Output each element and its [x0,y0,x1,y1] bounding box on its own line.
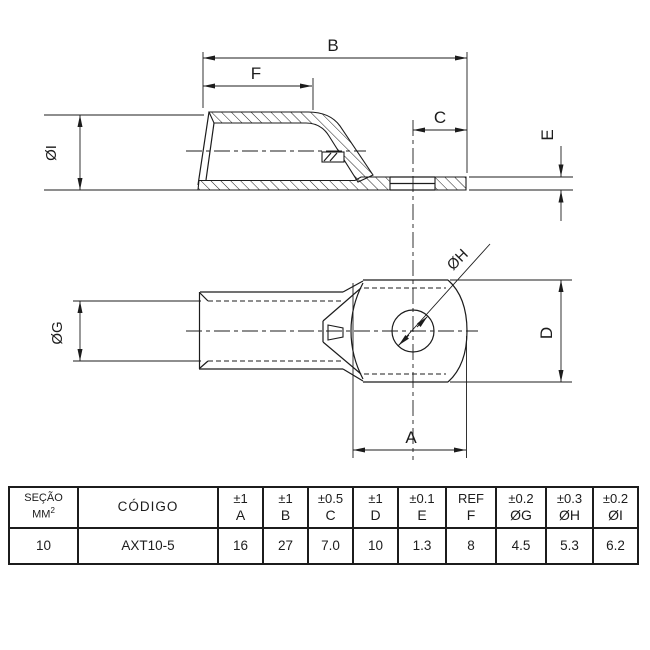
barrel-mouth-inner-edge [205,122,215,181]
value-b: 27 [262,527,309,565]
header-col-d: ±1 D [352,486,399,529]
plan-view [186,120,478,460]
header-col-b: ±1 B [262,486,309,529]
header-section-line1: SEÇÃO [24,492,63,505]
dim-label-dg: ØG [49,321,66,344]
letter-c: C [325,506,336,523]
value-d: 10 [352,527,399,565]
spec-table-header-row: SEÇÃO MM2 CÓDIGO ±1 A ±1 B ±0.5 C ±1 D ±… [8,486,639,529]
value-dh: 5.3 [545,527,594,565]
tolerance-c: ±0.5 [317,490,344,506]
value-a: 16 [217,527,264,565]
value-code: AXT10-5 [77,527,219,565]
barrel-mouth-outer-edge [197,111,210,186]
value-di: 6.2 [592,527,639,565]
dim-label-di: ØI [43,145,60,161]
brand-stamp-mark [327,324,344,341]
tolerance-dh: ±0.3 [556,490,583,506]
dim-dh-leader [397,243,491,347]
tolerance-f: REF [458,490,484,506]
barrel-bottom-wall-and-palm-section [197,176,391,191]
header-col-e: ±0.1 E [397,486,447,529]
side-view-dimensions: B F C E ØI [43,36,573,221]
technical-drawing: B F C E ØI [43,36,573,460]
value-section: 10 [8,527,79,565]
header-code: CÓDIGO [77,486,219,529]
spec-table: SEÇÃO MM2 CÓDIGO ±1 A ±1 B ±0.5 C ±1 D ±… [8,486,639,565]
header-col-a: ±1 A [217,486,264,529]
letter-f: F [466,506,476,523]
tolerance-di: ±0.2 [602,490,629,506]
funnel-top-line [322,287,362,322]
dim-label-f: F [251,64,261,83]
tolerance-b: ±1 [278,490,293,506]
letter-e: E [417,506,427,523]
palm-tip-section [434,176,467,191]
dim-label-b: B [327,36,338,55]
dim-label-c: C [434,108,446,127]
dim-label-d: D [537,327,556,339]
tolerance-e: ±0.1 [409,490,435,506]
header-section: SEÇÃO MM2 [8,486,79,529]
header-col-f: REF F [445,486,497,529]
tolerance-d: ±1 [368,490,383,506]
palm-left-arc [350,282,364,380]
letter-dh: ØH [559,506,580,523]
header-col-di: ±0.2 ØI [592,486,639,529]
value-f: 8 [445,527,497,565]
funnel-bottom-line [322,341,362,375]
header-section-line2: MM2 [32,506,55,521]
dim-label-e: E [538,129,557,140]
header-col-c: ±0.5 C [307,486,354,529]
dim-label-a: A [405,428,417,447]
plan-view-dimensions: ØH D A ØG [49,243,572,458]
dim-dh-arrow-lower [398,334,410,346]
header-col-dg: ±0.2 ØG [495,486,547,529]
header-col-dh: ±0.3 ØH [545,486,594,529]
barrel-mouth-chamfer-top [199,292,209,302]
dim-label-dh: ØH [444,246,472,274]
barrel-top-wall-section [208,111,374,183]
letter-b: B [280,506,291,523]
tolerance-a: ±1 [233,490,248,506]
barrel-mouth-chamfer-bottom [199,360,209,369]
tolerance-dg: ±0.2 [508,490,534,506]
spec-table-data-row: 10 AXT10-5 16 27 7.0 10 1.3 8 4.5 5.3 6.… [8,527,639,565]
value-dg: 4.5 [495,527,547,565]
value-e: 1.3 [397,527,447,565]
letter-a: A [235,506,246,523]
dim-dh-arrow-upper [416,316,428,328]
inspection-window-hatch-2 [329,152,338,162]
letter-di: ØI [608,506,623,523]
letter-d: D [370,506,381,523]
inspection-window-hatch-1 [323,152,332,162]
letter-dg: ØG [510,506,532,523]
value-c: 7.0 [307,527,354,565]
side-section-view [186,111,467,191]
